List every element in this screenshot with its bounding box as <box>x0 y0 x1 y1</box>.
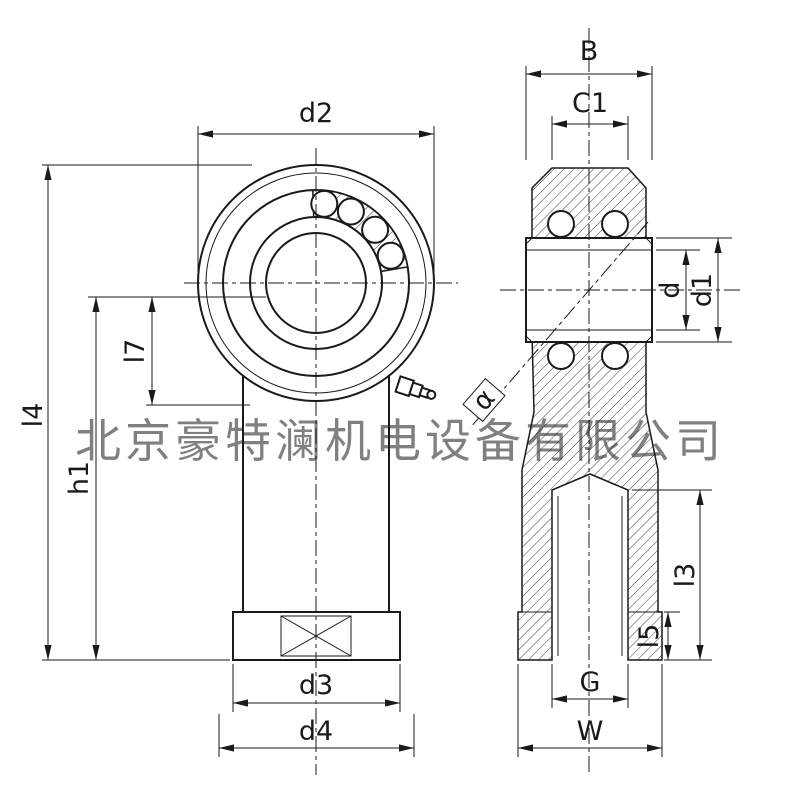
internal-thread-lines <box>557 496 623 656</box>
dim-d2: d2 <box>197 98 435 274</box>
dim-C1: C1 <box>551 88 629 160</box>
dim-C1-label: C1 <box>572 88 608 119</box>
dim-l5-label: l5 <box>634 624 665 649</box>
dim-l3-label: l3 <box>670 563 701 588</box>
bearing-balls-side <box>547 210 629 370</box>
dim-l7-label: l7 <box>120 339 151 364</box>
company-watermark: 北京豪特澜机电设备有限公司 <box>75 414 725 468</box>
shank-section <box>517 333 663 661</box>
dim-h1: h1 <box>64 296 266 660</box>
front-view: d2 d3 d4 l4 h1 <box>18 98 458 775</box>
dim-d-label: d <box>655 281 686 298</box>
dim-d1-label: d1 <box>687 273 718 307</box>
dim-d3-label: d3 <box>299 670 333 701</box>
dim-h1-label: h1 <box>64 461 95 495</box>
misalignment-angle: α <box>462 221 649 429</box>
dim-W: W <box>517 664 663 757</box>
dim-d2-label: d2 <box>299 98 333 129</box>
front-head <box>197 164 437 402</box>
dim-d3: d3 <box>232 664 401 712</box>
angle-label-box <box>462 377 506 423</box>
dim-l3: l3 <box>632 489 712 661</box>
dim-l5: l5 <box>634 611 680 660</box>
dim-W-label: W <box>577 716 604 747</box>
bearing-balls-front <box>310 189 405 270</box>
side-view: α B C1 d d1 <box>462 28 744 772</box>
dim-d: d <box>655 249 700 331</box>
dim-B: B <box>525 36 653 160</box>
dim-l7: l7 <box>120 297 250 406</box>
dim-l4: l4 <box>18 164 252 661</box>
grease-fitting <box>394 375 437 400</box>
dim-B-label: B <box>580 36 599 67</box>
dim-l4-label: l4 <box>18 403 49 428</box>
dim-d4-label: d4 <box>299 716 333 747</box>
dim-G: G <box>551 664 629 708</box>
dim-G-label: G <box>580 667 601 698</box>
dim-d1: d1 <box>656 237 732 343</box>
dim-d4: d4 <box>218 714 415 757</box>
